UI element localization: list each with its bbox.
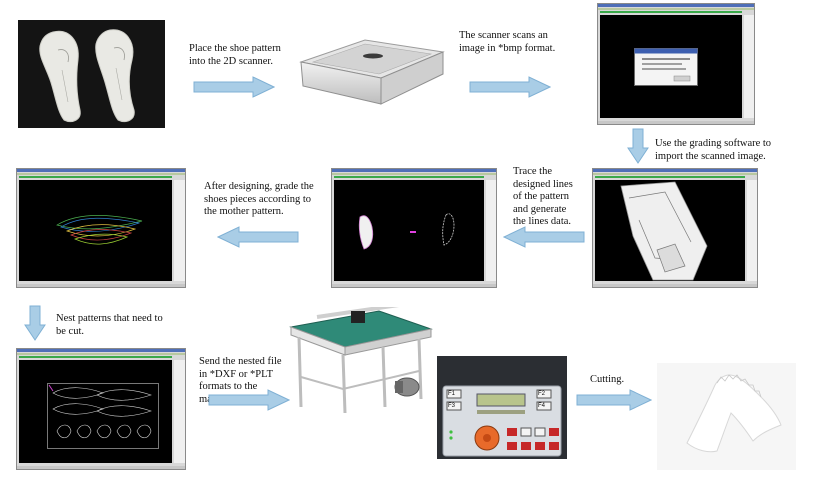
down-arrow-2 (24, 305, 46, 341)
right-arrow-3 (208, 389, 290, 411)
flatbed-cutting-machine-image (287, 303, 433, 415)
right-arrow-1 (193, 76, 275, 98)
software-screen-grading (16, 168, 186, 288)
nested-layout-drawing (47, 383, 159, 449)
dialog-window (634, 48, 698, 86)
software-screen-scanned-pattern (592, 168, 758, 288)
caption-cutting: Cutting. (590, 374, 625, 385)
caption-import-image: Use the grading software to import the s… (655, 138, 772, 162)
left-arrow-2 (503, 226, 585, 248)
panel-key-f3: F3 (448, 403, 456, 409)
2d-scanner-image (295, 22, 448, 114)
right-arrow-2 (469, 76, 551, 98)
software-screen-nesting (16, 348, 186, 470)
caption-trace-lines: Trace the designed lines of the pattern … (513, 166, 573, 227)
panel-key-f2: F2 (538, 391, 546, 397)
panel-key-f4: F4 (538, 403, 546, 409)
shoe-pattern-photo (18, 20, 165, 128)
left-arrow-1 (217, 226, 299, 248)
software-screen-import (597, 3, 755, 125)
caption-scanner-scans: The scanner scans an image in *bmp forma… (459, 30, 556, 54)
graded-patterns-drawing (56, 215, 143, 245)
scanned-pattern-image (620, 181, 708, 281)
cut-shoe-piece-photo (657, 363, 796, 470)
traced-pattern-pieces (358, 213, 455, 250)
right-arrow-4 (576, 389, 652, 411)
panel-key-f1: F1 (448, 391, 456, 397)
caption-grade-pieces: After designing, grade the shoes pieces … (204, 181, 314, 217)
caption-place-pattern: Place the shoe pattern into the 2D scann… (189, 43, 281, 67)
software-screen-traced (331, 168, 497, 288)
machine-control-panel-image: F1 F3 F2 F4 (437, 356, 567, 459)
caption-nest-patterns: Nest patterns that need to be cut. (56, 313, 163, 337)
down-arrow-1 (627, 128, 649, 164)
